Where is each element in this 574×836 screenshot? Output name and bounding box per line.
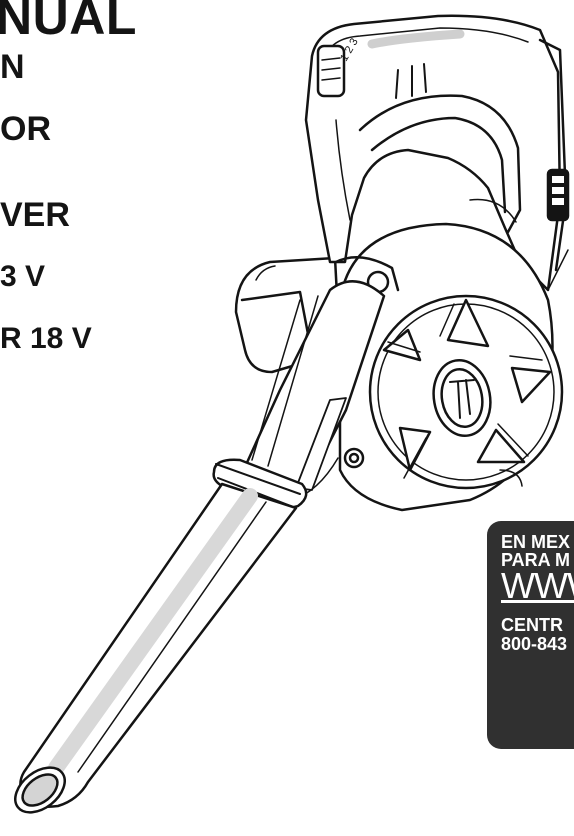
- badge-line-2: PARA M: [501, 550, 570, 570]
- title-line-2: N: [0, 48, 25, 86]
- badge-phone-number: 800-843: [501, 634, 568, 654]
- title-line-voltage: 3 V: [0, 260, 46, 293]
- nozzle-body: [212, 280, 386, 509]
- fan-logo-icon: [432, 359, 492, 437]
- handle: [304, 14, 569, 292]
- badge-line-1: EN MEX: [501, 532, 571, 552]
- badge-website-link[interactable]: WWW: [501, 565, 574, 606]
- title-line-manual: NUAL: [0, 0, 137, 45]
- service-info-badge: EN MEX PARA M WWW CENTR 800-843: [487, 521, 574, 749]
- title-line-product: VER: [0, 196, 70, 234]
- fan-housing: [334, 222, 564, 512]
- battery-gauge-icon: [546, 168, 570, 222]
- title-line-voltage-alt: R 18 V: [0, 322, 92, 355]
- title-line-3: OR: [0, 110, 51, 148]
- blower-tube: [14, 482, 298, 814]
- badge-line-service-center: CENTR: [501, 615, 563, 635]
